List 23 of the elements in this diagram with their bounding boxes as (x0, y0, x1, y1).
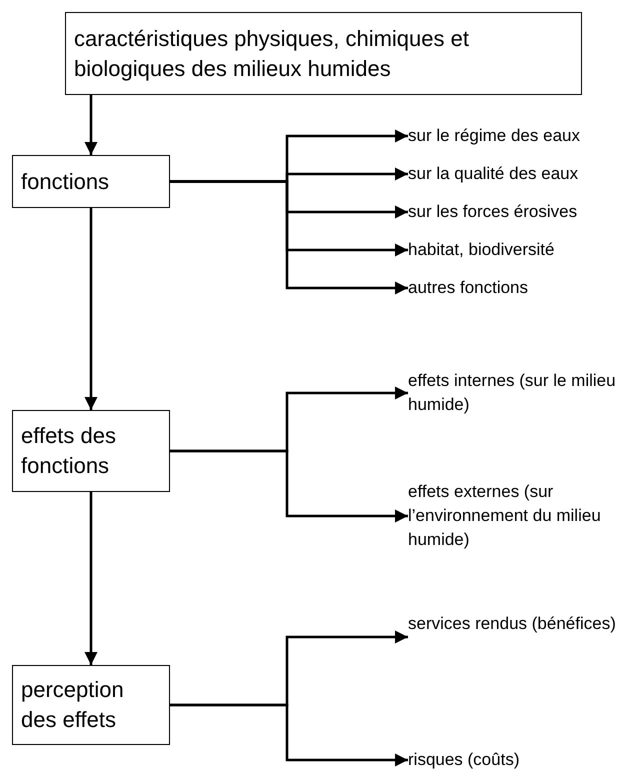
box-label: perception des effets (21, 676, 125, 734)
branch-label: risques (coûts) (408, 749, 520, 769)
branch-label: habitat, biodiversité (408, 239, 556, 261)
process-box (12, 665, 170, 745)
arrow (170, 450, 408, 522)
branch-label: effets externes (sur l’environnement du milieu humide) (408, 481, 602, 551)
process-box (12, 155, 170, 208)
arrow (170, 704, 408, 766)
branch-label: effets internes (sur le milieu humide) (408, 370, 617, 416)
branch-label: services rendus (bénéfices) (408, 613, 617, 635)
arrow (84, 492, 98, 665)
arrow (84, 208, 98, 410)
branch-label: sur le régime des eaux (408, 125, 581, 147)
branch-label: autres fonctions (408, 277, 530, 299)
arrow (84, 95, 98, 155)
branch-label: sur les forces érosives (408, 201, 578, 223)
arrow (170, 180, 408, 294)
box-label: effets des fonctions (21, 422, 117, 480)
box-label: fonctions (21, 168, 110, 196)
process-box (65, 12, 582, 95)
process-box (12, 410, 170, 492)
branch-label: sur la qualité des eaux (408, 163, 580, 185)
box-label: caractéristiques physiques, chimiques et biologiques des milieux humides (74, 24, 470, 83)
